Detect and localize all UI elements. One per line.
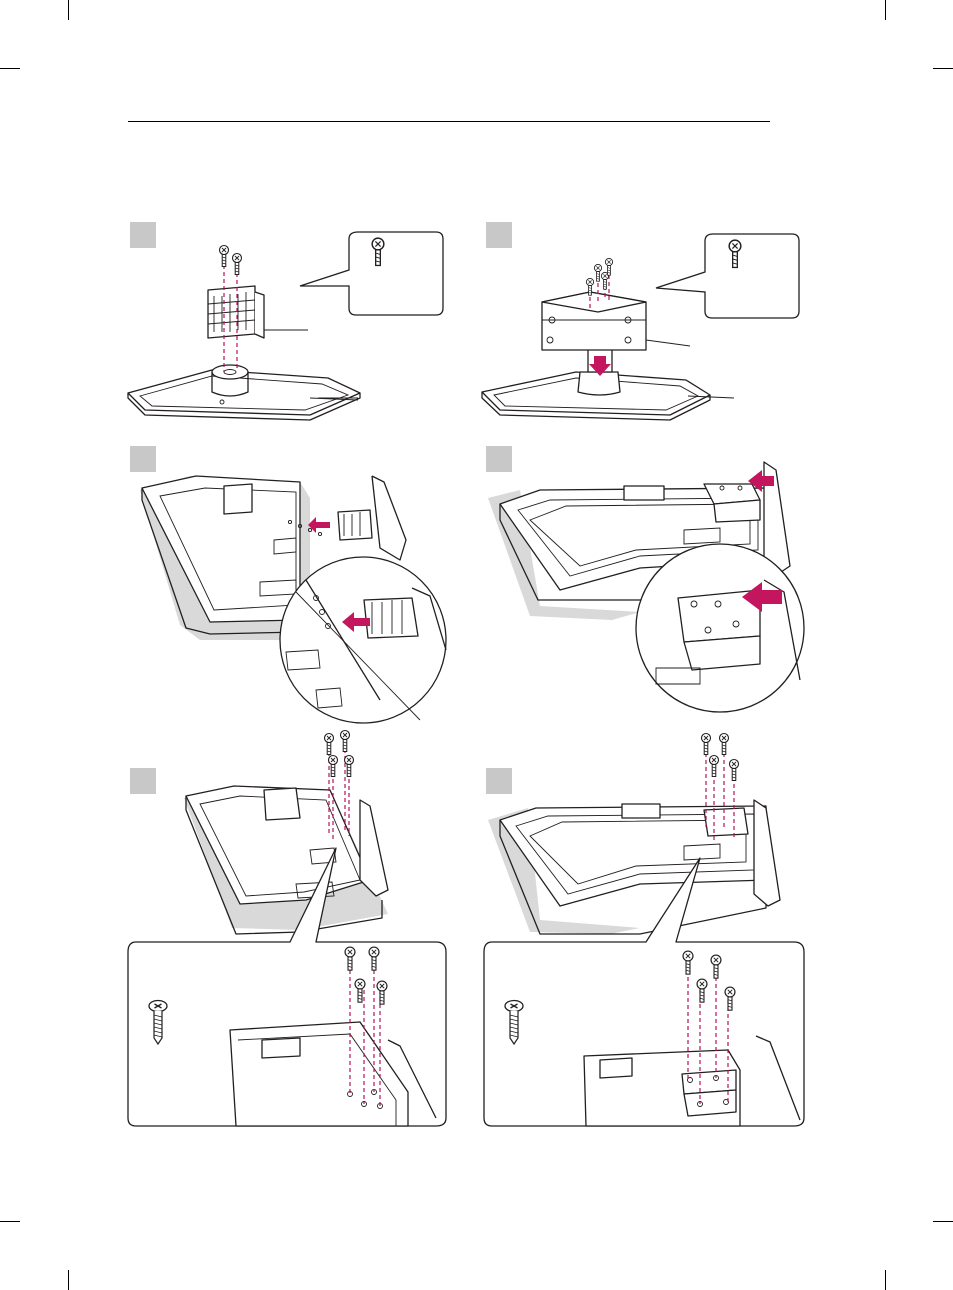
step-2a-illustration [140,476,446,723]
step-1a-illustration [128,232,443,420]
step-3b-illustration [484,734,804,1127]
magnify-circle-icon [280,557,446,723]
callout-bubble-icon [656,234,799,318]
step-2b-illustration [488,462,804,712]
step-1b-illustration [482,234,799,420]
step-3a-illustration [128,731,446,1127]
